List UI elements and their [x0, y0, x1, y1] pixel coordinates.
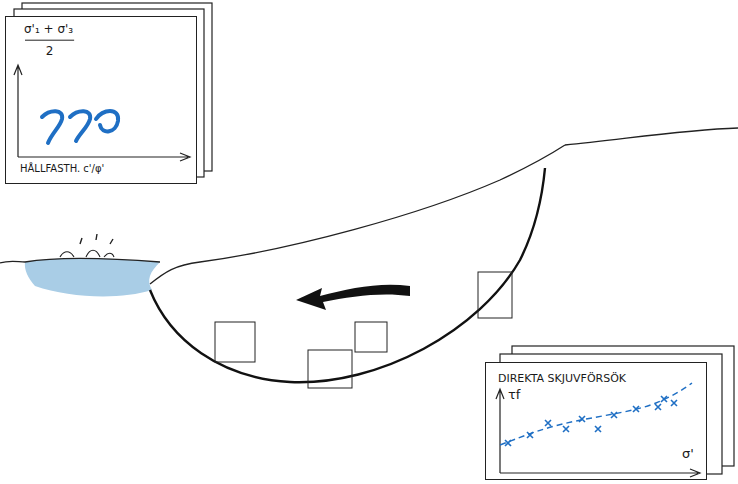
stress-paths [42, 111, 118, 143]
water-surface [25, 258, 160, 262]
axis-label: σ'₁ + σ'₃ [24, 23, 73, 36]
test-point [611, 412, 617, 418]
trend-line [500, 383, 692, 445]
plot-card: DIREKTA SKJUVFÖRSÖK τf σ' [485, 362, 707, 480]
plot-axes [14, 65, 190, 161]
test-point [633, 406, 639, 412]
soil-sample [355, 322, 387, 352]
slope-surface [150, 145, 565, 284]
test-point [661, 396, 667, 402]
plot-title: DIREKTA SKJUVFÖRSÖK [498, 373, 626, 385]
test-point [595, 426, 601, 432]
axis-label: 2 [46, 45, 54, 58]
splash-drops [80, 234, 113, 244]
test-point [671, 400, 677, 406]
soil-sample [478, 272, 512, 318]
test-point [527, 432, 533, 438]
fraction-bar [25, 40, 74, 41]
water [25, 258, 160, 296]
movement-arrow [296, 285, 410, 310]
soil-sample [308, 350, 352, 388]
ground-line [565, 128, 738, 145]
test-point [545, 420, 551, 426]
test-point [579, 416, 585, 422]
plot-card: σ'₁ + σ'₃ 2HÅLLFASTH. c'/φ' [5, 16, 197, 184]
axis-label: τf [508, 388, 520, 402]
plot-drawing [6, 17, 198, 185]
test-point [505, 440, 511, 446]
axis-label: σ' [682, 447, 694, 461]
plot-axes [496, 389, 700, 477]
test-point [563, 426, 569, 432]
soil-sample [215, 322, 255, 362]
test-point [655, 404, 661, 410]
ground-line [0, 261, 25, 263]
splash [60, 250, 114, 257]
axis-label: HÅLLFASTH. c'/φ' [20, 163, 104, 174]
